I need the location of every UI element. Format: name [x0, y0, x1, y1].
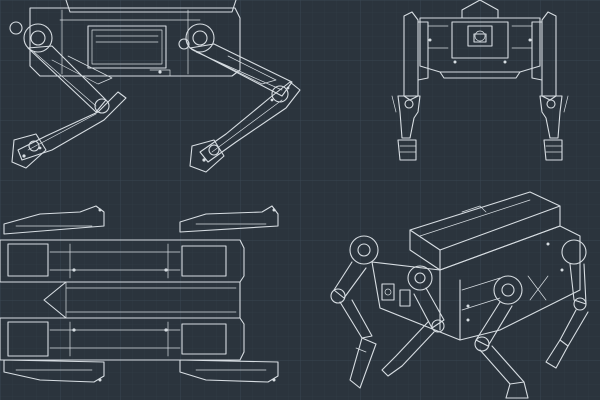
top-view [0, 205, 279, 383]
side-view-display-panel [87, 25, 167, 69]
side-view [9, 0, 301, 173]
side-view-front-leg [9, 21, 127, 169]
front-view [391, 0, 569, 161]
isometric-chassis [371, 225, 581, 341]
front-view-left-leg [391, 11, 429, 161]
top-view-upper-rail [0, 239, 245, 283]
isometric-view [330, 191, 589, 399]
isometric-front-right-leg [381, 265, 445, 377]
isometric-front-left-leg [330, 235, 379, 389]
side-view-rear-leg [178, 23, 301, 173]
isometric-far-rear-leg [545, 239, 589, 369]
top-view-lower-rail [0, 317, 245, 361]
isometric-rear-leg [474, 275, 529, 399]
front-view-right-leg [531, 11, 569, 161]
side-view-body [29, 7, 241, 77]
